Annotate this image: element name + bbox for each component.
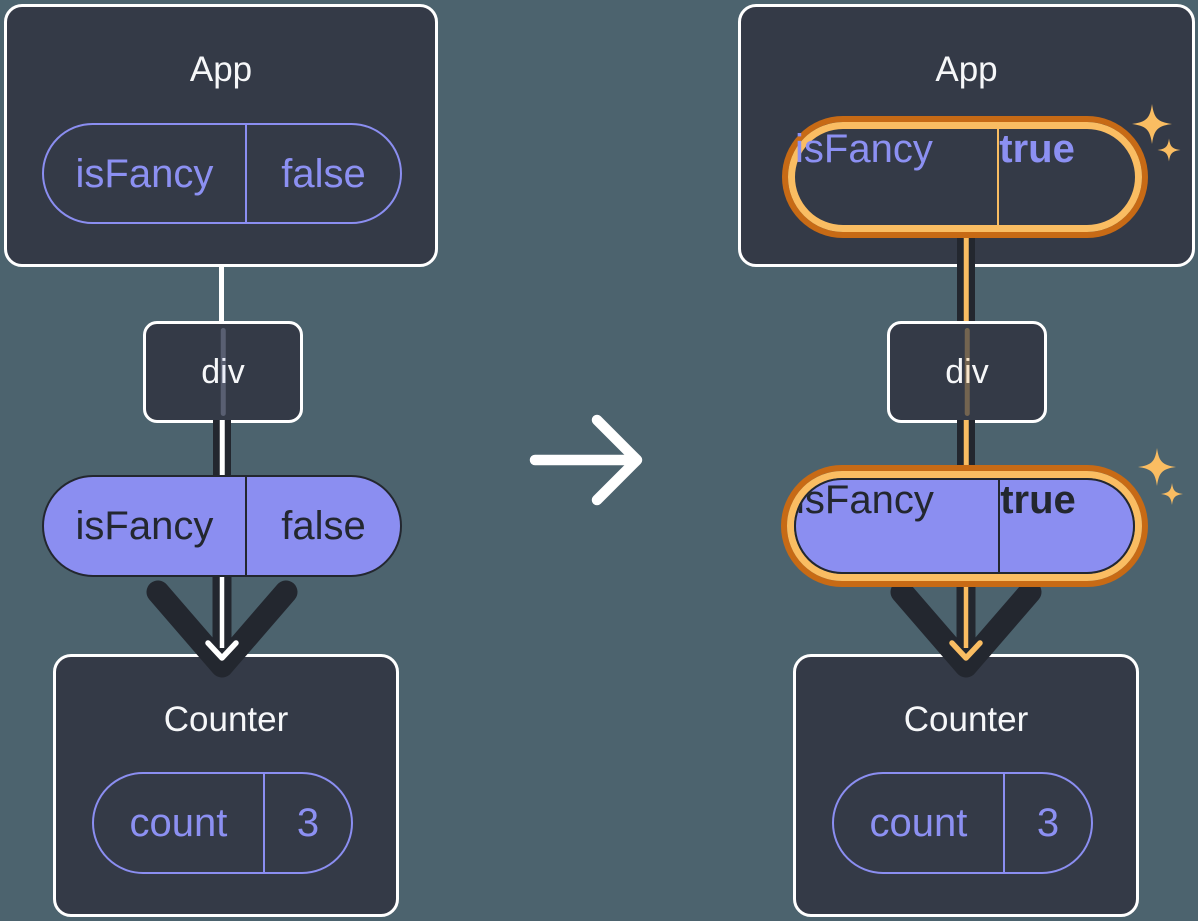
pass-through-line [220, 328, 226, 416]
before-passed-prop-pill: isFancy false [42, 475, 402, 577]
transition-arrow-icon [529, 414, 643, 506]
before-app-div-connector [219, 265, 224, 324]
connector-core [963, 420, 969, 477]
after-div-pill-connector [957, 420, 975, 477]
div-label: div [945, 352, 989, 391]
prop-value: false [281, 151, 366, 196]
state-name: count [94, 774, 265, 872]
prop-value: true [1000, 478, 1076, 522]
after-count-pill: count 3 [832, 772, 1093, 874]
before-div-pill-connector [213, 420, 231, 477]
div-label: div [201, 352, 245, 391]
state-value: 3 [296, 801, 320, 845]
prop-name: isFancy [796, 480, 1001, 572]
before-app-prop-pill: isFancy false [42, 123, 402, 224]
prop-value: false [281, 504, 366, 548]
before-div-node: div [143, 321, 303, 423]
state-name: count [834, 774, 1005, 872]
after-app-div-connector [957, 232, 975, 324]
counter-title: Counter [903, 700, 1029, 739]
passed-prop-pill: isFancy true [794, 478, 1135, 574]
after-arrow-down-icon [890, 572, 1042, 678]
sparkles-icon [1138, 448, 1183, 505]
before-arrow-down-icon [146, 572, 298, 678]
connector-core [219, 420, 225, 477]
state-value: 3 [1036, 801, 1060, 845]
after-app-prop-pill-highlighted: isFancy true [788, 122, 1142, 232]
after-passed-prop-pill-highlighted: isFancy true [787, 471, 1142, 581]
sparkles-icon [1132, 104, 1181, 162]
prop-value: true [999, 127, 1075, 171]
pass-through-line [964, 328, 970, 416]
app-title: App [935, 50, 998, 89]
prop-name: isFancy [795, 129, 1000, 225]
prop-name: isFancy [44, 477, 247, 575]
connector-core [963, 232, 969, 324]
prop-name: isFancy [44, 125, 247, 222]
before-count-pill: count 3 [92, 772, 353, 874]
after-div-node: div [887, 321, 1047, 423]
app-title: App [189, 50, 253, 89]
counter-title: Counter [163, 700, 289, 739]
